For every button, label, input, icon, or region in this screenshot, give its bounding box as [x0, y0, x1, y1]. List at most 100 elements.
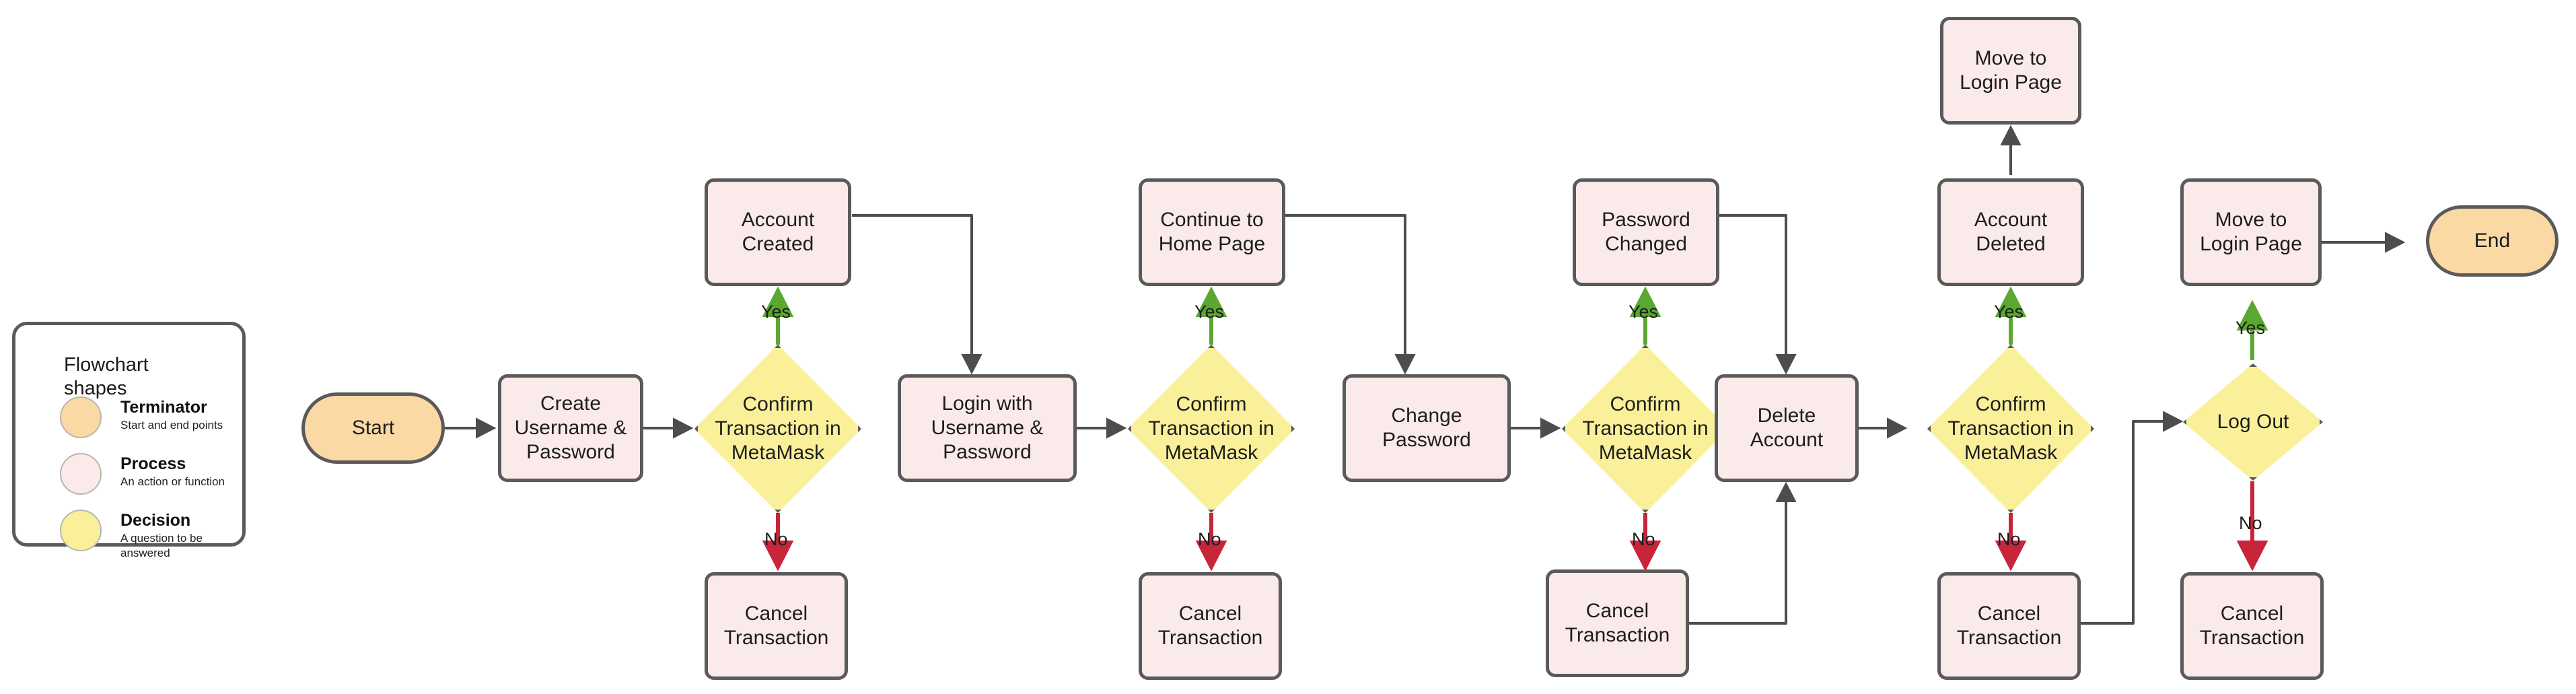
legend-row-decision: Decision A question to be answered [60, 510, 242, 559]
node-label-line1: Account [741, 209, 815, 231]
node-label-line2: Transaction [2199, 627, 2305, 649]
node-label-line2: Login Page [2200, 233, 2302, 255]
node-label-line1: Confirm [1176, 393, 1247, 415]
node-label-line1: Confirm [1610, 393, 1681, 415]
node-label: Confirm Transaction in MetaMask [1927, 345, 2094, 513]
edge-label-no-3: No [1632, 529, 1655, 549]
node-delete-account[interactable]: Delete Account [1715, 374, 1859, 482]
node-label-line3: MetaMask [1598, 442, 1692, 464]
node-label-line1: Log Out [2217, 411, 2289, 433]
node-label-line1: Cancel [1977, 602, 2041, 625]
node-cancel-transaction-1[interactable]: Cancel Transaction [705, 572, 848, 680]
legend-row-terminator: Terminator Start and end points [60, 396, 242, 440]
node-move-to-login-page-end[interactable]: Move to Login Page [2180, 178, 2322, 286]
node-label-line1: Change [1391, 405, 1462, 427]
node-account-created[interactable]: Account Created [705, 178, 851, 286]
node-label-line1: Confirm [1975, 393, 2046, 415]
node-label-line3: MetaMask [1964, 442, 2058, 464]
node-label: Confirm Transaction in MetaMask [1128, 345, 1295, 513]
node-label-line1: Continue to [1160, 209, 1264, 231]
legend-desc: A question to be answered [120, 532, 203, 559]
node-decision-confirm-2[interactable]: Confirm Transaction in MetaMask [1128, 345, 1295, 513]
node-decision-confirm-4[interactable]: Confirm Transaction in MetaMask [1927, 345, 2094, 513]
edge-label-yes-4: Yes [1994, 302, 2024, 322]
edge-label-no-2: No [1198, 529, 1221, 549]
edge-acctcreated-login [852, 214, 982, 375]
legend-row-process: Process An action or function [60, 453, 242, 496]
legend-name: Decision [120, 511, 191, 530]
node-decision-confirm-3[interactable]: Confirm Transaction in MetaMask [1562, 345, 1729, 513]
edge-pwchanged-delete [1719, 214, 1797, 375]
node-label-line1: Password [1602, 209, 1690, 231]
node-label-line2: Username & [514, 417, 627, 439]
node-label-line3: MetaMask [1164, 442, 1258, 464]
node-create-username-password[interactable]: Create Username & Password [498, 374, 643, 482]
node-label-line1: Cancel [1178, 602, 1242, 625]
node-decision-confirm-1[interactable]: Confirm Transaction in MetaMask [694, 345, 861, 513]
legend-desc: An action or function [120, 475, 225, 488]
node-account-deleted[interactable]: Account Deleted [1937, 178, 2084, 286]
node-label-line2: Login Page [1960, 71, 2062, 94]
node-label: Confirm Transaction in MetaMask [1562, 345, 1729, 513]
edge-label-yes-1: Yes [761, 302, 791, 322]
legend-desc: Start and end points [120, 419, 223, 431]
node-label-line2: Deleted [1976, 233, 2046, 255]
node-label: Log Out [2183, 363, 2323, 481]
node-label: Start [351, 417, 395, 439]
edge-home-chgpw [1285, 214, 1416, 375]
node-label-line1: Create [540, 392, 602, 415]
node-label-line2: Transaction in [1582, 417, 1709, 440]
legend-name: Terminator [120, 398, 207, 417]
node-label-line2: Transaction in [715, 417, 841, 440]
edge-label-no-4: No [1997, 529, 2021, 549]
node-label-line1: Account [1974, 209, 2048, 231]
edge-label-no-5: No [2239, 513, 2262, 533]
node-cancel-transaction-3[interactable]: Cancel Transaction [1546, 569, 1689, 677]
node-cancel-transaction-2[interactable]: Cancel Transaction [1139, 572, 1282, 680]
node-label-line2: Home Page [1158, 233, 1266, 255]
node-label-line2: Transaction in [1148, 417, 1275, 440]
node-label-line3: MetaMask [731, 442, 825, 464]
legend-panel: Flowchart shapes Terminator Start and en… [12, 322, 246, 559]
edge-label-yes-3: Yes [1629, 302, 1659, 322]
edge-label-yes-2: Yes [1194, 302, 1225, 322]
node-label-line2: Account [1750, 429, 1824, 451]
node-change-password[interactable]: Change Password [1343, 374, 1511, 482]
node-label: End [2474, 230, 2511, 252]
node-label-line1: Confirm [742, 393, 814, 415]
node-label-line1: Move to [1974, 47, 2047, 69]
node-label: Confirm Transaction in MetaMask [694, 345, 861, 513]
node-label-line3: Password [943, 441, 1032, 463]
edge-label-yes-5: Yes [2235, 318, 2266, 338]
node-cancel-transaction-5[interactable]: Cancel Transaction [2180, 572, 2324, 680]
node-password-changed[interactable]: Password Changed [1573, 178, 1719, 286]
legend-title: Flowchart shapes [64, 354, 149, 399]
node-label-line2: Password [1382, 429, 1471, 451]
edge-label-no-1: No [764, 529, 788, 549]
node-label-line2: Transaction [1956, 627, 2062, 649]
decision-swatch-icon [60, 510, 102, 551]
node-start[interactable]: Start [301, 392, 445, 464]
node-label-line1: Cancel [1585, 600, 1649, 622]
node-label-line1: Login with [941, 392, 1033, 415]
node-label-line2: Created [742, 233, 814, 255]
node-decision-log-out[interactable]: Log Out [2183, 363, 2323, 481]
node-label-line1: Delete [1757, 405, 1816, 427]
terminator-swatch-icon [60, 396, 102, 438]
node-label-line3: Password [526, 441, 615, 463]
node-continue-home-page[interactable]: Continue to Home Page [1139, 178, 1285, 286]
node-end[interactable]: End [2426, 205, 2559, 277]
legend-name: Process [120, 454, 186, 473]
node-label-line1: Move to [2215, 209, 2287, 231]
node-label-line2: Username & [931, 417, 1044, 439]
process-swatch-icon [60, 453, 102, 495]
node-label-line2: Transaction in [1947, 417, 2074, 440]
node-cancel-transaction-4[interactable]: Cancel Transaction [1937, 572, 2081, 680]
node-label-line2: Transaction [1565, 624, 1670, 646]
node-label-line2: Changed [1605, 233, 1687, 255]
node-login-username-password[interactable]: Login with Username & Password [898, 374, 1077, 482]
node-move-to-login-page-top[interactable]: Move to Login Page [1940, 17, 2081, 125]
node-label-line2: Transaction [723, 627, 829, 649]
node-label-line1: Cancel [2220, 602, 2284, 625]
